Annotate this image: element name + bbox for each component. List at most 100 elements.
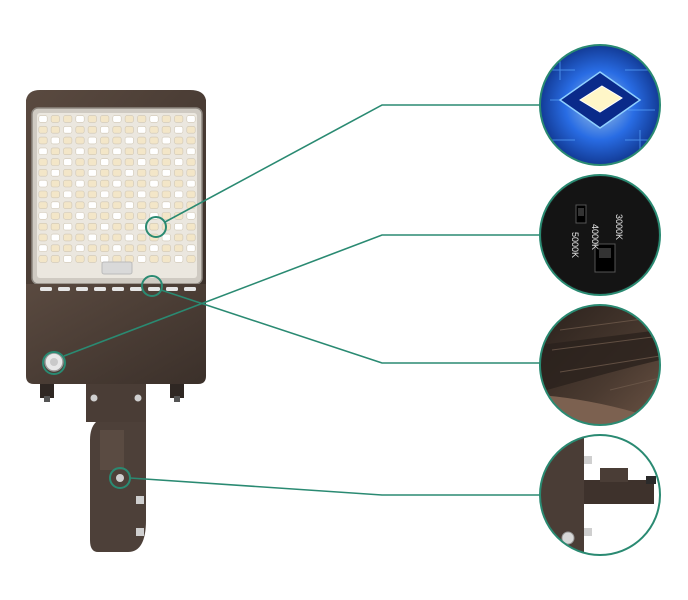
chip-die [579,85,623,113]
led-diode [137,223,147,231]
led-diode [50,233,60,242]
led-diode [137,255,147,263]
driver-housing [26,284,206,384]
fitter-clamp [600,468,628,482]
led-diode [112,115,122,123]
led-diode [38,233,48,242]
led-diode [38,190,48,199]
led-diode [149,158,159,166]
led-diode [50,136,60,145]
led-diode [50,115,60,123]
led-diode [75,190,85,199]
texture-lines [551,317,660,391]
led-diode [161,158,171,166]
led-chip-icon [539,44,661,166]
led-diode [50,190,60,199]
led-diode [100,212,110,220]
led-diode [112,126,122,134]
slip-fitter-nut-upper [136,496,144,504]
line-housing-texture [160,289,540,364]
led-diode [50,126,60,134]
led-diode [186,115,196,123]
led-diode [137,158,147,166]
led-diode [137,169,147,177]
led-diode [112,244,122,252]
led-diode [87,244,97,252]
led-diode [149,190,159,199]
photocell-lens [50,358,58,366]
led-diode [124,233,134,242]
marker-cct-switch [42,351,66,375]
led-diode [38,126,48,134]
led-diode [38,169,48,177]
led-diode [38,179,48,188]
led-diode [112,255,122,263]
led-diode [87,233,97,242]
led-diode [100,201,110,209]
led-diode [124,136,134,145]
led-diode [100,223,110,231]
led-diode [124,147,134,155]
led-diode [100,115,110,123]
mount-bracket-plate [86,384,146,422]
led-diode [100,158,110,166]
led-diode [149,169,159,177]
slip-fitter-bolt [116,474,124,482]
left-clip-screw [44,396,50,402]
led-diode [174,115,184,123]
led-diode [112,201,122,209]
led-diode [186,233,196,242]
led-diode [50,255,60,263]
led-diode [161,126,171,134]
bracket-screw-right [134,394,142,402]
led-diode [50,201,60,209]
led-diode [38,201,48,209]
led-diode [87,169,97,177]
vent-slot [76,287,88,291]
marker-housing-texture [141,275,163,297]
led-diode [137,115,147,123]
led-diode [124,201,134,209]
led-diode [112,169,122,177]
line-slip-fitter [129,477,540,496]
led-diode [100,126,110,134]
led-diode [124,223,134,231]
led-diode [124,255,134,263]
led-diode [161,212,171,220]
fitter-arm [584,480,654,504]
led-diode [112,136,122,145]
detail-led-chip [539,44,661,166]
vent-slot [40,287,52,291]
led-diode [38,158,48,166]
led-diode [75,147,85,155]
led-diode [75,212,85,220]
led-diode [137,244,147,252]
led-diode [100,255,110,263]
led-diode [75,126,85,134]
led-diode [112,190,122,199]
led-diode [124,212,134,220]
bracket-screw-left [90,394,98,402]
led-diode [63,201,73,209]
led-diode [63,212,73,220]
led-diode [124,169,134,177]
slip-fitter-highlight [100,430,124,470]
led-diode [100,136,110,145]
vent-slot [112,287,124,291]
led-diode [186,147,196,155]
led-diode [87,126,97,134]
left-clip [40,384,54,398]
led-diode [75,233,85,242]
led-diode [186,126,196,134]
led-diode [38,136,48,145]
led-diode [75,223,85,231]
led-diode [63,115,73,123]
led-diode [149,179,159,188]
fitter-end-clip [646,476,656,484]
led-diode [149,223,159,231]
led-diode [112,212,122,220]
led-diode [124,115,134,123]
led-diode [75,158,85,166]
cct-label-4000k: 4000K [590,224,600,250]
led-diode [63,169,73,177]
